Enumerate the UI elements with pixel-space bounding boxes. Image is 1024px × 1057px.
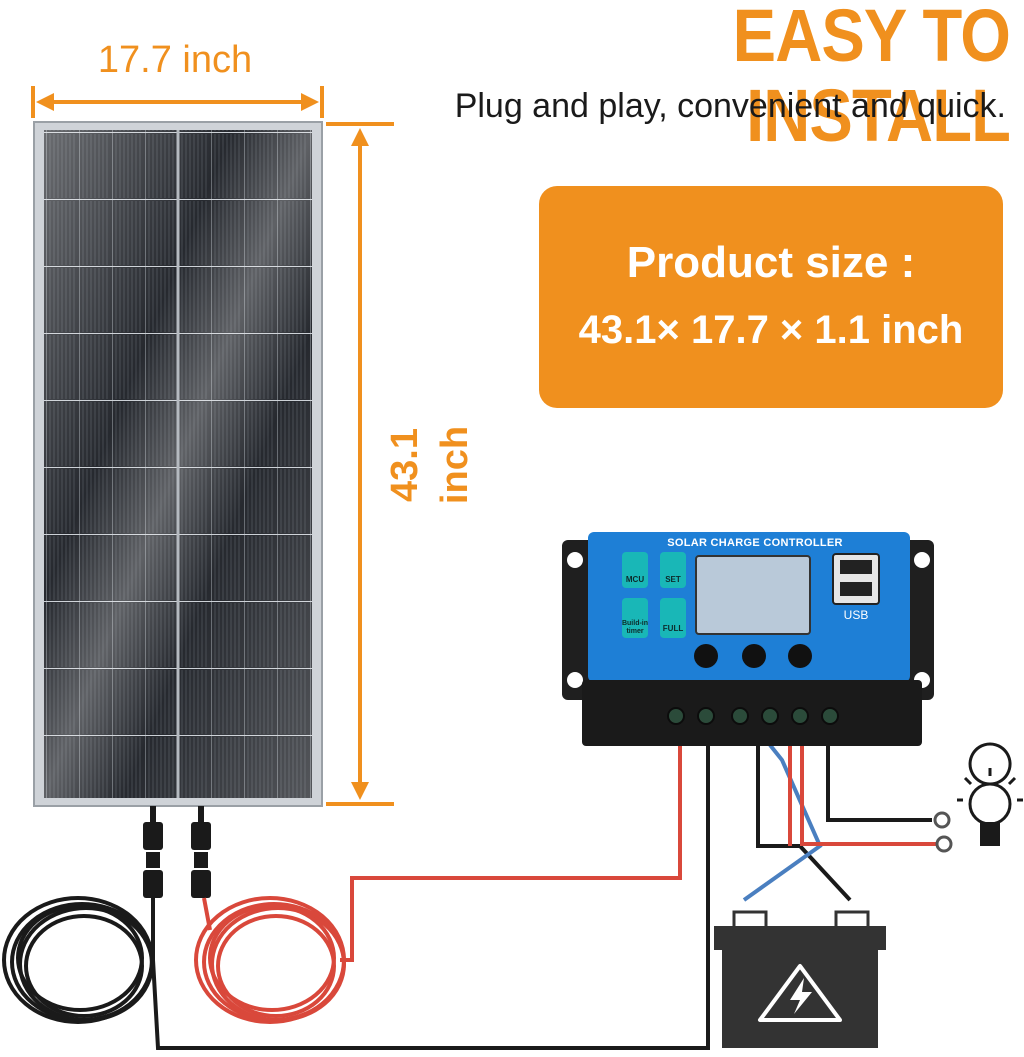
panel-connectors [143,806,211,898]
solar-charge-controller [562,532,934,746]
width-dimension-label: 17.7 inch [97,39,253,81]
load-wires [800,745,953,853]
solar-panel [33,121,323,807]
width-arrow [31,86,324,118]
subline: Plug and play, convenient and quick. [454,87,1006,125]
height-arrow [326,122,394,806]
controller-title: SOLAR CHARGE CONTROLLER [667,537,843,549]
product-size-box: Product size : 43.1× 17.7 × 1.1 inch [539,186,1003,408]
red-cable-coil [194,745,682,1024]
timer-badge: Build-in timer [621,620,649,635]
light-bulb-icon [957,742,1023,846]
battery-icon [714,910,886,1048]
black-cable-coil [2,745,710,1050]
full-badge: FULL [662,624,684,633]
product-size-dimensions: 43.1× 17.7 × 1.1 inch [578,308,964,352]
lightning-icon [790,978,812,1014]
headline: EASY TO INSTALL [732,0,1011,157]
mcu-badge: MCU [625,575,645,584]
usb-port-icon: USB [843,608,869,622]
battery-wires [742,743,852,902]
product-size-title: Product size : [626,238,916,287]
set-badge: SET [665,575,681,584]
